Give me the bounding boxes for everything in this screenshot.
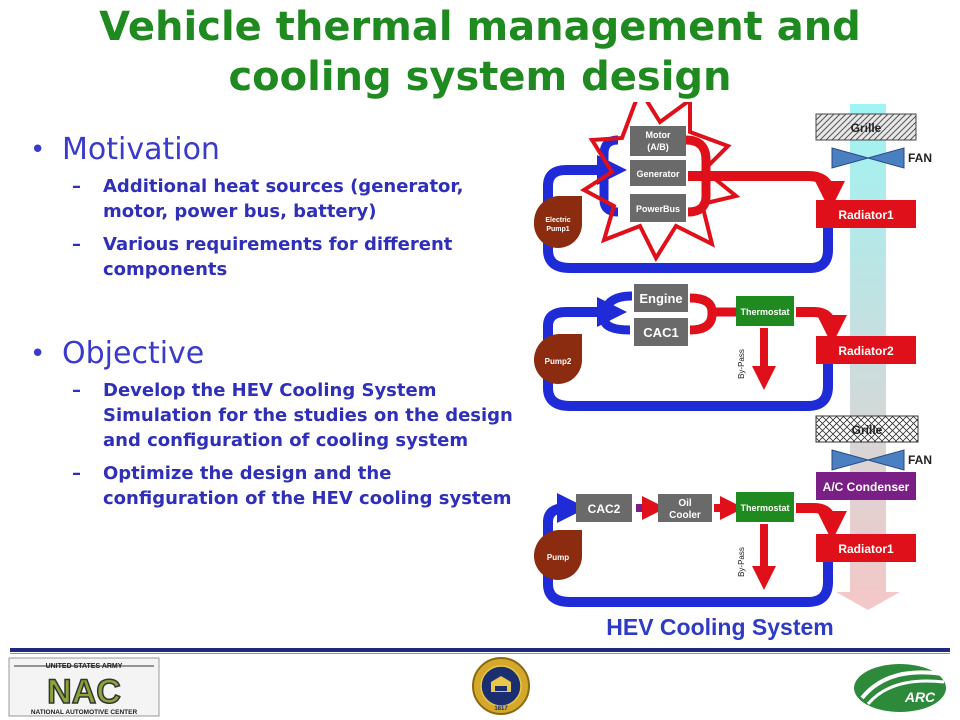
generator-label: Generator — [636, 169, 680, 179]
title-line-1: Vehicle thermal management and — [99, 4, 861, 50]
radiator-label: Radiator1 — [838, 542, 894, 556]
fan-label: FAN — [908, 151, 932, 165]
sub-bullet: –Optimize the design and the configurati… — [72, 463, 512, 509]
sub-bullet: –Develop the HEV Cooling System Simulati… — [72, 380, 513, 451]
diagram-caption: HEV Cooling System — [606, 614, 834, 640]
sub-bullet-text: Develop the HEV Cooling System Simulatio… — [103, 380, 513, 451]
footer-divider — [10, 648, 950, 652]
motor-sublabel: (A/B) — [647, 142, 669, 152]
bullet-list: Motivation –Additional heat sources (gen… — [28, 130, 528, 519]
radiator2-label: Radiator2 — [838, 344, 894, 358]
fan-top-icon: FAN — [831, 147, 932, 169]
bullet-motivation: Motivation — [28, 130, 528, 170]
pump2-label: Pump2 — [545, 357, 572, 366]
motor-label: Motor — [646, 130, 671, 140]
pump-label: Pump — [547, 553, 569, 562]
sub-bullet: –Additional heat sources (generator, mot… — [72, 176, 464, 222]
sub-bullet-text: Additional heat sources (generator, moto… — [103, 176, 464, 222]
fan-bottom-icon: FAN — [831, 449, 932, 471]
nac-logo: UNITED STATES ARMY NAC NATIONAL AUTOMOTI… — [8, 657, 160, 717]
sub-bullet-text: Optimize the design and the configuratio… — [103, 463, 512, 509]
nac-bottom-text: NATIONAL AUTOMOTIVE CENTER — [31, 709, 138, 716]
thermostat-label: Thermostat — [740, 307, 789, 317]
nac-top-text: UNITED STATES ARMY — [46, 663, 123, 670]
university-seal: 1817 — [472, 657, 530, 715]
title-line-2: cooling system design — [228, 54, 732, 100]
bypass-label: By-Pass — [737, 349, 746, 379]
oil-cooler-label: Oil — [678, 498, 692, 509]
grille-label: Grille — [852, 423, 883, 437]
seal-year: 1817 — [494, 706, 508, 712]
pump-sublabel: Pump1 — [546, 226, 569, 233]
fan-label: FAN — [908, 453, 932, 467]
cac1-label: CAC1 — [643, 325, 678, 340]
arc-text: ARC — [904, 689, 936, 705]
grille-middle: Grille — [815, 415, 919, 443]
bypass-label: By-Pass — [737, 547, 746, 577]
loop-2: Engine CAC1 Thermostat By-Pass Pump2 Rad… — [534, 284, 916, 411]
arc-logo: ARC — [854, 664, 946, 712]
grille-label: Grille — [851, 121, 882, 135]
page-title: Vehicle thermal management and cooling s… — [0, 2, 960, 102]
bullet-objective: Objective — [28, 334, 528, 374]
thermostat-label: Thermostat — [740, 503, 789, 513]
nac-letters: NAC — [47, 673, 121, 711]
powerbus-label: PowerBus — [636, 204, 680, 214]
condenser-label: A/C Condenser — [823, 480, 910, 494]
engine-label: Engine — [639, 291, 682, 306]
hev-cooling-diagram: Grille Grille FAN FAN Motor (A/B) Genera… — [533, 102, 932, 610]
loop-3: CAC2 Oil Cooler Thermostat By-Pass Pump … — [534, 472, 916, 607]
loop-1: Motor (A/B) Generator PowerBus Electric … — [533, 102, 916, 273]
pump-label: Electric — [545, 217, 570, 224]
footer-divider-thin — [10, 653, 950, 654]
oil-cooler-sublabel: Cooler — [669, 510, 701, 521]
cac2-label: CAC2 — [588, 502, 621, 516]
sub-bullet-text: Various requirements for different compo… — [103, 234, 453, 280]
radiator-label: Radiator1 — [838, 208, 894, 222]
sub-bullet: –Various requirements for different comp… — [72, 234, 453, 280]
grille-top: Grille — [815, 113, 917, 141]
